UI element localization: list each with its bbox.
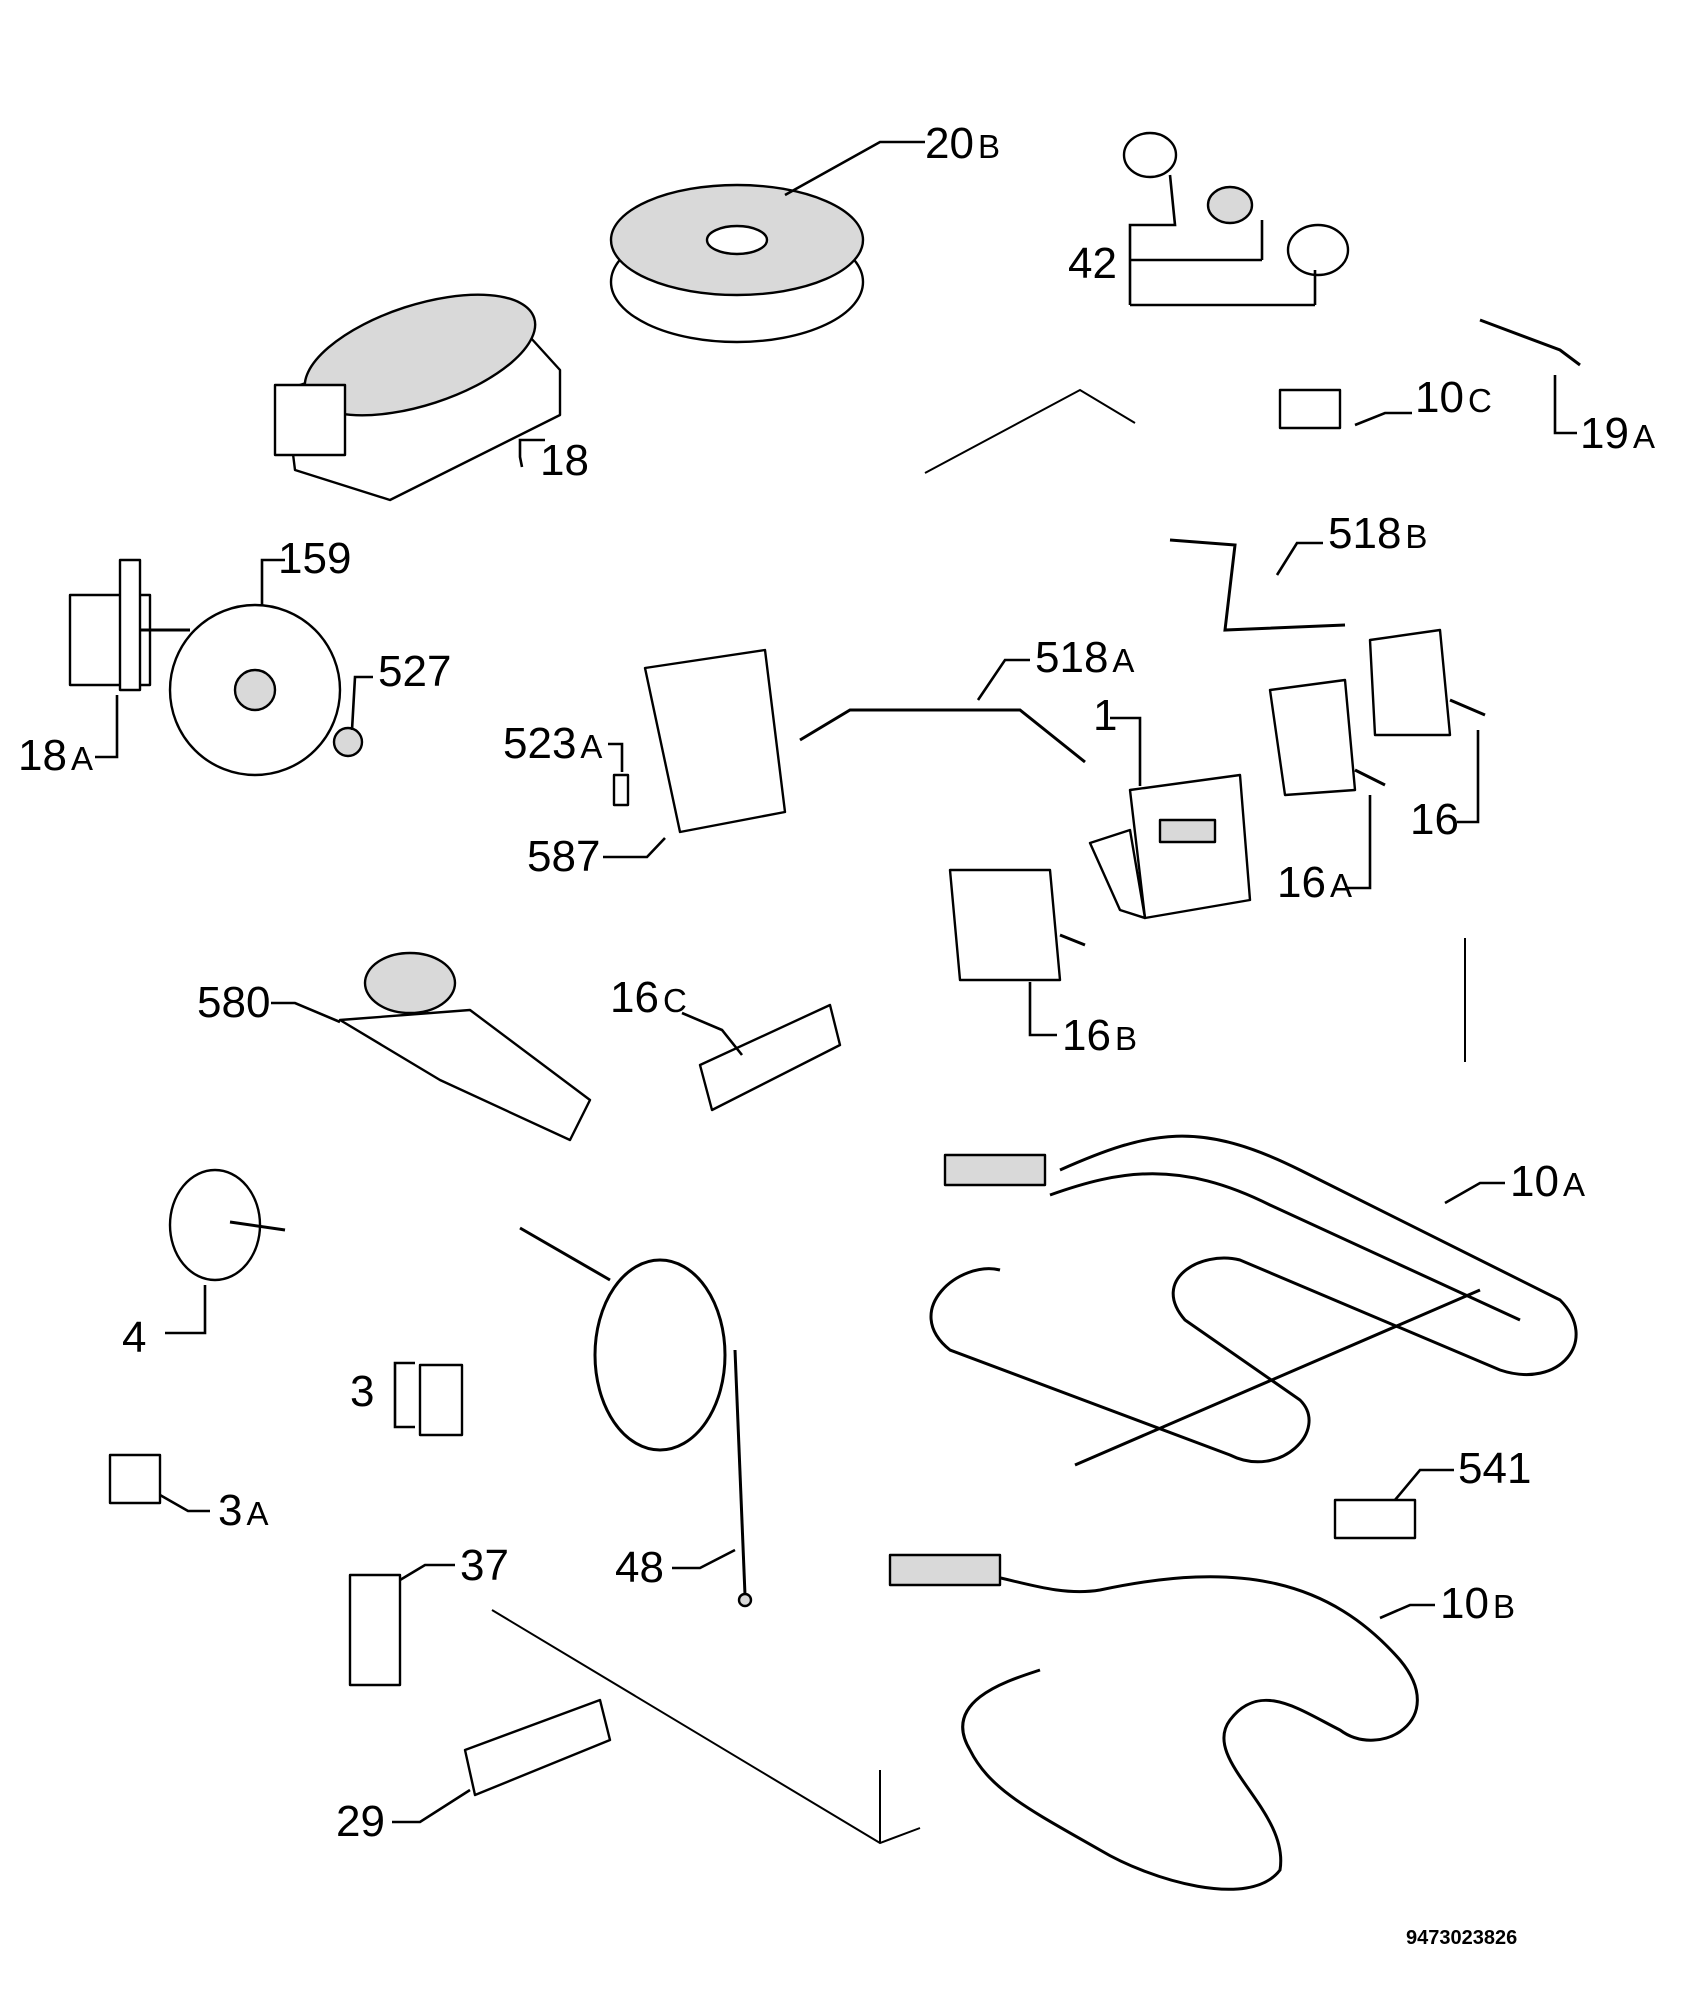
part-label-16: 16	[1410, 795, 1459, 844]
sensor-drawing	[1479, 318, 1581, 367]
part-number: 518	[1328, 509, 1401, 558]
part-number: 587	[527, 832, 600, 881]
part-number: 20	[925, 119, 974, 168]
part-label-48: 48	[615, 1543, 664, 1592]
lamp-assembly-drawing	[1122, 131, 1350, 307]
grill-element-drawing	[929, 1134, 1578, 1464]
part-label-159: 159	[278, 534, 351, 583]
part-number: 10	[1440, 1579, 1489, 1628]
part-number: 580	[197, 978, 270, 1027]
part-number: 16	[1277, 858, 1326, 907]
selector-switch-drawing	[948, 868, 1062, 982]
part-label-580: 580	[197, 978, 270, 1027]
terminal-drawing	[108, 1453, 162, 1505]
part-suffix: A	[246, 1495, 268, 1532]
switch-a-drawing	[1268, 678, 1357, 797]
part-number: 3	[218, 1486, 242, 1535]
nut-drawing	[332, 726, 364, 758]
part-number: 16	[610, 973, 659, 1022]
part-label-541: 541	[1458, 1444, 1531, 1493]
part-number: 16	[1062, 1011, 1111, 1060]
part-number: 1	[1093, 691, 1117, 740]
part-number: 159	[278, 534, 351, 583]
switch-drawing	[1368, 628, 1452, 737]
part-number: 18	[18, 731, 67, 780]
terminal-block-drawing	[463, 1698, 612, 1797]
part-label-18: 18	[540, 436, 589, 485]
part-suffix: B	[1493, 1588, 1515, 1625]
bottom-element-drawing	[934, 1570, 1419, 1891]
part-label-37: 37	[460, 1541, 509, 1590]
motor-assembly-drawing	[338, 951, 592, 1142]
motor-drawing	[168, 1168, 286, 1282]
control-board-drawing	[643, 648, 787, 834]
probe-drawing	[519, 1226, 753, 1608]
part-suffix: A	[1563, 1166, 1585, 1203]
connector-drawing	[612, 773, 630, 807]
clips-drawing	[418, 1363, 464, 1437]
fan-motor-drawing	[68, 558, 190, 692]
part-suffix: B	[1405, 518, 1427, 555]
part-label-42: 42	[1068, 239, 1117, 288]
leader-lines	[95, 140, 1577, 1824]
part-number: 523	[503, 719, 576, 768]
part-number: 518	[1035, 633, 1108, 682]
part-suffix: C	[663, 982, 687, 1019]
fan-blade-drawing	[168, 603, 342, 777]
switch-strip-drawing	[698, 1003, 842, 1112]
part-number: 527	[378, 647, 451, 696]
assembly-guide-lines	[491, 388, 1466, 1845]
part-number: 541	[1458, 1444, 1531, 1493]
part-number: 16	[1410, 795, 1459, 844]
display-module-drawing	[1088, 773, 1252, 920]
part-number: 37	[460, 1541, 509, 1590]
part-label-29: 29	[336, 1797, 385, 1846]
part-number: 19	[1580, 409, 1629, 458]
tangential-fan-drawing	[273, 293, 562, 502]
part-number: 29	[336, 1797, 385, 1846]
part-label-587: 587	[527, 832, 600, 881]
part-label-4: 4	[122, 1313, 146, 1362]
part-label-3: 3	[350, 1367, 374, 1416]
part-number: 42	[1068, 239, 1117, 288]
part-number: 48	[615, 1543, 664, 1592]
part-suffix: A	[580, 728, 602, 765]
part-suffix: C	[1468, 382, 1492, 419]
part-number: 18	[540, 436, 589, 485]
part-suffix: A	[1633, 418, 1655, 455]
thermostat-drawing	[1333, 1498, 1417, 1540]
part-number: 10	[1510, 1157, 1559, 1206]
part-suffix: A	[71, 740, 93, 777]
part-number: 4	[122, 1313, 146, 1362]
part-suffix: B	[1115, 1020, 1137, 1057]
round-filter-drawing	[609, 183, 865, 344]
document-number: 9473023826	[1406, 1927, 1517, 1949]
part-label-1: 1	[1093, 691, 1117, 740]
part-suffix: B	[978, 128, 1000, 165]
bracket-drawing	[348, 1573, 402, 1687]
part-suffix: A	[1112, 642, 1134, 679]
clip-drawing	[1278, 388, 1342, 430]
part-number: 10	[1415, 373, 1464, 422]
part-suffix: A	[1330, 867, 1352, 904]
cable-a-drawing	[799, 708, 1086, 764]
part-number: 3	[350, 1367, 374, 1416]
part-label-527: 527	[378, 647, 451, 696]
cable-b-drawing	[1169, 538, 1346, 632]
